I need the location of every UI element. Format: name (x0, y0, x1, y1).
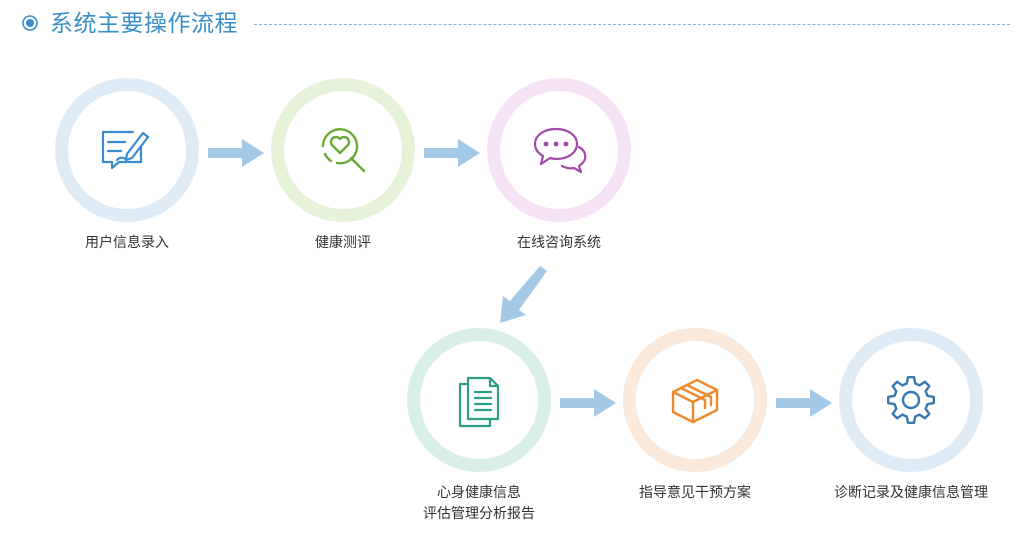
flow-arrow-right (208, 139, 264, 167)
page-title: 系统主要操作流程 (50, 11, 238, 37)
flow-arrow-down-left (500, 266, 547, 323)
step-diagnosis-records (839, 328, 983, 472)
step-label: 用户信息录入 (85, 235, 169, 251)
step-circle (420, 341, 538, 459)
step-circle (852, 341, 970, 459)
step-health-assessment (271, 78, 415, 222)
step-online-consultation (487, 78, 631, 222)
step-circle (636, 341, 754, 459)
step-circle (500, 91, 618, 209)
step-label: 指导意见干预方案 (639, 485, 751, 501)
heart-magnifier-icon (321, 128, 366, 173)
flow-arrow-right (424, 139, 480, 167)
flow-arrow-right (560, 389, 616, 417)
step-label: 在线咨询系统 (517, 235, 601, 251)
step-label: 健康测评 (315, 235, 371, 251)
step-label: 心身健康信息评估管理分析报告 (423, 485, 535, 522)
gear-icon (887, 376, 935, 424)
documents-icon (458, 376, 500, 428)
chat-bubbles-icon (533, 127, 587, 174)
section-header: 系统主要操作流程 (22, 8, 1016, 44)
step-user-info-entry (55, 78, 199, 222)
edit-form-icon (101, 130, 150, 170)
dashed-divider (254, 24, 1010, 25)
radio-bullet-icon (22, 15, 38, 31)
flow-arrow-right (776, 389, 832, 417)
step-label: 诊断记录及健康信息管理 (834, 485, 988, 501)
step-assessment-report (407, 328, 551, 472)
step-circle (68, 91, 186, 209)
step-circle (284, 91, 402, 209)
box-icon (671, 378, 719, 424)
step-intervention-plan (623, 328, 767, 472)
